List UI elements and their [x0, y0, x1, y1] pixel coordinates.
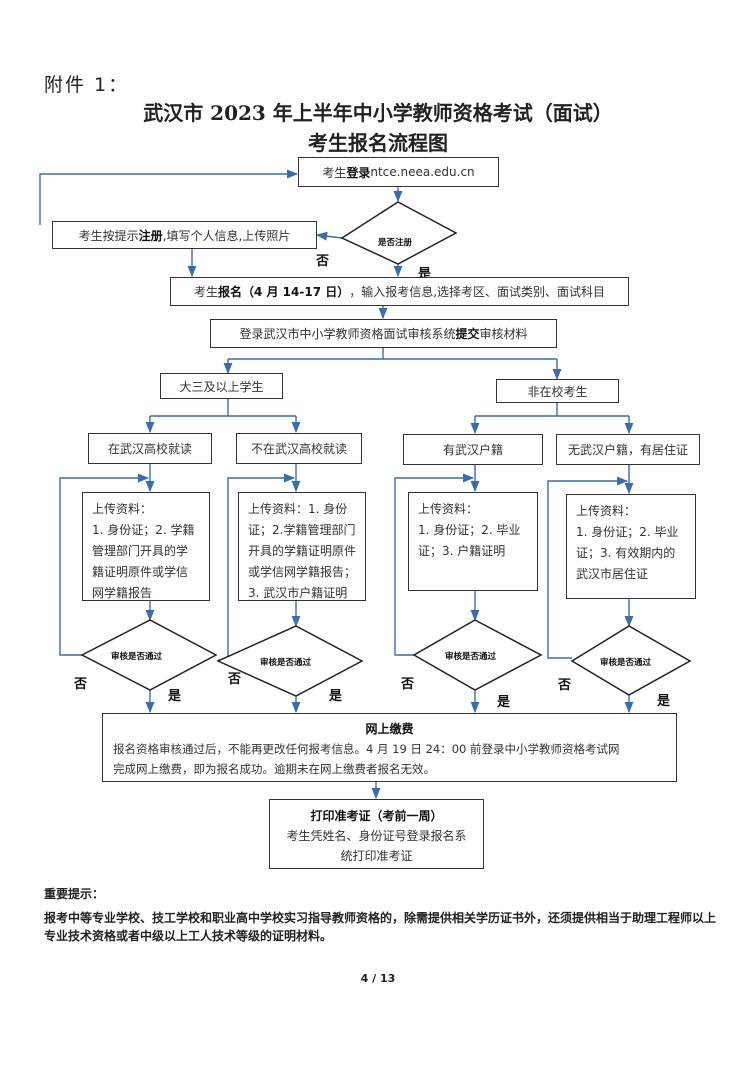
materials-line: 上传资料： — [576, 504, 637, 518]
admit-card-box: 打印准考证（考前一周） 考生凭姓名、身份证号登录报名系 统打印准考证 — [269, 799, 484, 869]
materials-line: 网学籍报告 — [92, 586, 153, 600]
audit-no-label-4: 否 — [558, 678, 572, 693]
audit-no-label-2: 否 — [228, 672, 242, 687]
audit-diamond-1 — [80, 619, 218, 691]
signup-suffix: ，输入报考信息,选择考区、面试类别、面试科目 — [349, 285, 606, 299]
admit-text-line2: 统打印准考证 — [340, 849, 413, 863]
attachment-label: 附件 1： — [44, 74, 130, 96]
materials-line: 3. 武汉市户籍证明 — [248, 586, 348, 600]
materials-line: 证；3. 户籍证明 — [418, 544, 506, 558]
audit-question-3: 审核是否通过 — [445, 652, 497, 662]
materials-line: 管理部门开具的学 — [92, 544, 189, 558]
audit-yes-label-1: 是 — [168, 689, 182, 704]
payment-text-line1: 报名资格审核通过后，不能再更改任何报考信息。4 月 19 日 24：00 前登录… — [113, 742, 620, 756]
materials-line: 上传资料： — [418, 502, 479, 516]
category-box-wuhan-college: 在武汉高校就读 — [88, 433, 212, 464]
audit-diamond-2 — [216, 625, 364, 697]
materials-box-4: 上传资料： 1. 身份证；2. 毕业 证；3. 有效期内的 武汉市居住证 — [566, 494, 696, 599]
signup-prefix: 考生 — [193, 285, 218, 299]
category-box-wuhan-hukou: 有武汉户籍 — [403, 434, 543, 465]
materials-line: 证；2.学籍管理部门 — [248, 523, 356, 537]
page-number: 4 / 13 — [360, 972, 396, 985]
materials-box-1: 上传资料： 1. 身份证；2. 学籍 管理部门开具的学 籍证明原件或学信 网学籍… — [82, 492, 210, 601]
audit-question-2: 审核是否通过 — [260, 658, 312, 668]
materials-line: 1. 身份证；2. 学籍 — [92, 523, 195, 537]
registered-decision-diamond — [340, 201, 458, 265]
materials-box-2: 上传资料：1. 身份 证；2.学籍管理部门 开具的学籍证明原件 或学信网学籍报告… — [238, 492, 366, 601]
materials-line: 证；3. 有效期内的 — [576, 546, 676, 560]
audit-question-4: 审核是否通过 — [600, 658, 652, 668]
signup-bold: 报名（4 月 14-17 日） — [217, 285, 350, 299]
register-bold: 注册 — [138, 228, 163, 243]
page-title: 武汉市 2023 年上半年中小学教师资格考试（面试） — [143, 101, 613, 125]
materials-line: 1. 身份证；2. 毕业 — [418, 523, 521, 537]
audit-diamond-3 — [412, 619, 543, 691]
login-prefix: 考生 — [322, 165, 347, 180]
arrow-register-loop — [39, 169, 299, 225]
register-suffix: ,填写个人信息,上传照片 — [162, 228, 291, 243]
login-box: 考生登录 ntce.neea.edu.cn — [298, 157, 499, 187]
student-branch-box: 大三及以上学生 — [160, 373, 283, 399]
arrow-decision-no — [315, 231, 343, 241]
nonstudent-branch-box: 非在校考生 — [496, 379, 619, 403]
audit-diamond-4 — [570, 625, 692, 696]
login-bold: 登录 — [346, 165, 371, 180]
payment-box: 网上缴费 报名资格审核通过后，不能再更改任何报考信息。4 月 19 日 24：0… — [102, 713, 677, 782]
materials-line: 开具的学籍证明原件 — [248, 544, 357, 558]
audit-yes-label-3: 是 — [497, 695, 511, 710]
submit-box: 登录武汉市中小学教师资格面试审核系统提交审核材料 — [210, 319, 557, 348]
submit-prefix: 登录武汉市中小学教师资格面试审核系统 — [239, 327, 456, 341]
audit-question-1: 审核是否通过 — [111, 652, 163, 662]
registered-question: 是否注册 — [378, 238, 413, 248]
materials-line: 上传资料： — [92, 502, 153, 516]
materials-box-3: 上传资料： 1. 身份证；2. 毕业 证；3. 户籍证明 — [408, 492, 538, 591]
admit-text-line1: 考生凭姓名、身份证号登录报名系 — [286, 829, 467, 843]
notice-heading: 重要提示： — [44, 887, 105, 901]
materials-line: 1. 身份证；2. 毕业 — [576, 525, 679, 539]
notice-text: 报考中等专业学校、技工学校和职业高中学校实习指导教师资格的，除需提供相关学历证书… — [44, 911, 717, 943]
category-box-non-wuhan-college: 不在武汉高校就读 — [236, 433, 362, 464]
register-no-label: 否 — [316, 254, 330, 269]
payment-text-line2: 完成网上缴费，即为报名成功。逾期未在网上缴费者报名无效。 — [113, 762, 435, 776]
materials-line: 或学信网学籍报告； — [248, 565, 357, 579]
audit-yes-label-2: 是 — [329, 689, 343, 704]
signup-box: 考生报名（4 月 14-17 日），输入报考信息,选择考区、面试类别、面试科目 — [170, 277, 629, 306]
admit-title: 打印准考证（考前一周） — [310, 809, 443, 823]
materials-line: 上传资料：1. 身份 — [248, 502, 348, 516]
materials-line: 武汉市居住证 — [576, 567, 649, 581]
materials-line: 籍证明原件或学信 — [92, 565, 189, 579]
register-prefix: 考生按提示 — [78, 228, 139, 243]
page-subtitle: 考生报名流程图 — [308, 131, 448, 155]
audit-no-label-3: 否 — [401, 677, 415, 692]
audit-yes-label-4: 是 — [657, 694, 671, 709]
category-box-residence-permit: 无武汉户籍，有居住证 — [556, 434, 700, 465]
payment-title: 网上缴费 — [365, 722, 414, 736]
submit-suffix: 审核材料 — [479, 327, 528, 341]
register-box: 考生按提示注册,填写个人信息,上传照片 — [52, 221, 317, 249]
audit-no-label-1: 否 — [74, 677, 88, 692]
submit-bold: 提交 — [455, 327, 480, 341]
login-url: ntce.neea.edu.cn — [370, 165, 475, 179]
